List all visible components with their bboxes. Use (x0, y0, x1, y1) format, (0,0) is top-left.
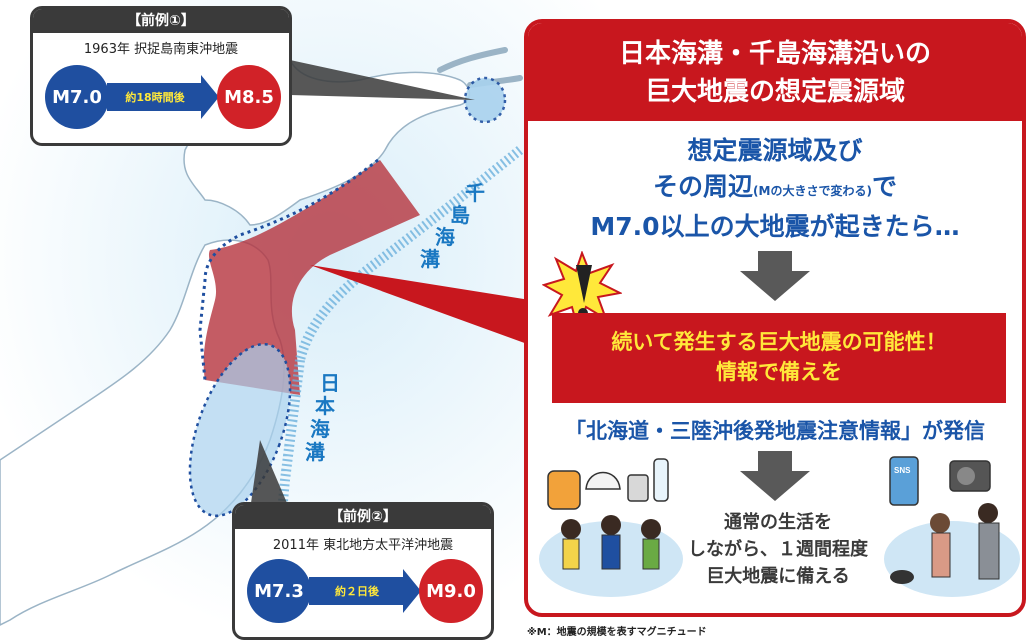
example2-sequence: M7.3 約２日後 M9.0 (235, 553, 491, 633)
sns-label: SNS (894, 466, 911, 475)
condition-line2: その周辺(Mの大きさで変わる)で (528, 169, 1022, 209)
panel-title-line2: 巨大地震の想定震源域 (644, 77, 905, 107)
example1-header: 【前例①】 (33, 9, 289, 33)
down-arrow-2 (740, 451, 810, 501)
example1-from-magnitude: M7.0 (45, 65, 109, 129)
example2-event: 2011年 東北地方太平洋沖地震 (272, 538, 454, 553)
japan-trench (273, 359, 305, 571)
people-illustration: SNS (884, 456, 1020, 597)
trench-label-1-char: 海 (435, 225, 455, 249)
footnote: ※M：地震の規模を表すマグニチュード (527, 627, 707, 638)
warning-banner: 続いて発生する巨大地震の可能性！ 情報で備えを (552, 313, 1006, 403)
condition-line1: 想定震源域及び (687, 136, 863, 165)
advice-text: 通常の生活を しながら、１週間程度 巨大地震に備える (678, 509, 878, 590)
example1-sequence: M7.0 約18時間後 M8.5 (33, 57, 289, 137)
example2-header: 【前例②】 (235, 505, 491, 529)
example2-to-magnitude: M9.0 (419, 559, 483, 623)
down-arrow-1 (740, 251, 810, 301)
advice-line2: しながら、１週間程度 (688, 539, 868, 560)
warning-line2: 情報で備えを (716, 360, 842, 384)
condition-line2-note: (Mの大きさで変わる) (753, 184, 872, 198)
source-region-area (203, 160, 420, 395)
panel-title-line1: 日本海溝・千島海溝沿いの (618, 39, 931, 69)
smartphone-icon (889, 456, 919, 506)
example2-pointer (250, 440, 290, 510)
example1-epicenter (463, 76, 507, 124)
example1-pointer (290, 60, 475, 100)
trench-label-1-char: 千 (465, 182, 485, 205)
example2-box: 【前例②】 2011年 東北地方太平洋沖地震 M7.3 約２日後 M9.0 (232, 502, 494, 640)
trench-label-2-char: 本 (315, 395, 335, 418)
canned-food-icon (627, 474, 649, 502)
example1-interval: 約18時間後 (107, 83, 203, 111)
condition-line2-end: で (871, 172, 897, 201)
trench-label-1-char: 溝 (420, 247, 440, 271)
warning-line1: 続いて発生する巨大地震の可能性！ (611, 330, 947, 354)
example1-to-magnitude: M8.5 (217, 65, 281, 129)
dog-icon (890, 570, 914, 584)
condition-line2-main: その周辺 (653, 172, 754, 201)
advice-line1: 通常の生活を (724, 512, 832, 533)
info-panel: 日本海溝・千島海溝沿いの 巨大地震の想定震源域 想定震源域及び その周辺(Mの大… (524, 19, 1026, 617)
trench-label-2-char: 海 (310, 417, 330, 441)
students-illustration (539, 458, 683, 597)
panel-pointer (310, 265, 530, 345)
example2-from-magnitude: M7.3 (247, 559, 311, 623)
panel-title: 日本海溝・千島海溝沿いの 巨大地震の想定震源域 (528, 23, 1022, 121)
trench-label-2-char: 日 (320, 373, 340, 395)
helmet-icon (585, 471, 621, 490)
advice-line3: 巨大地震に備える (706, 566, 850, 587)
condition-line3: M7.0以上の大地震が起きたら… (590, 212, 960, 241)
water-bottle-icon (653, 458, 669, 502)
example2-interval: 約２日後 (309, 577, 405, 605)
example1-arrow-head (201, 75, 219, 119)
backpack-icon (547, 470, 581, 510)
condition-text: 想定震源域及び その周辺(Mの大きさで変わる)で M7.0以上の大地震が起きたら… (528, 133, 1022, 245)
example1-box: 【前例①】 1963年 択捉島南東沖地震 M7.0 約18時間後 M8.5 (30, 6, 292, 146)
trench-label-1-char: 島 (450, 203, 470, 227)
trench-label-2-char: 溝 (305, 440, 325, 464)
announcement-text: 「北海道・三陸沖後発地震注意情報」が発信 (565, 419, 985, 443)
example1-event: 1963年 択捉島南東沖地震 (83, 42, 239, 57)
example2-arrow-head (403, 569, 421, 613)
